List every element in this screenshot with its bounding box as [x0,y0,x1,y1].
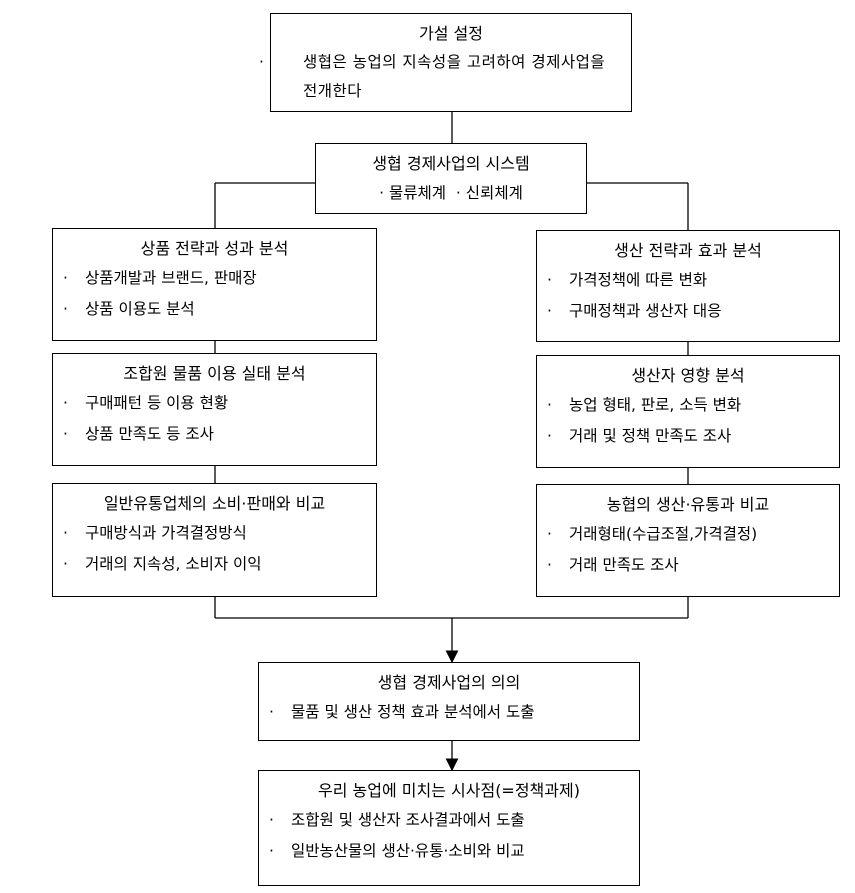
hypothesis-box: 가설 설정 ·생협은 농업의 지속성을 고려하여 경제사업을 전개한다 [259,13,632,112]
list-item: ·거래 및 정책 만족도 조사 [547,427,732,445]
implications-title: 우리 농업에 미치는 시사점(=정책과제) [318,781,580,800]
left-box-1-title: 상품 전략과 성과 분석 [140,239,289,258]
hypothesis-item: ·생협은 농업의 지속성을 고려하여 경제사업을 전개한다 [259,53,606,100]
list-item: ·구매정책과 생산자 대응 [547,302,722,320]
left-box-2: 조합원 물품 이용 실태 분석 ·구매패턴 등 이용 현황 ·상품 만족도 등 … [52,353,377,466]
right-box-1: 생산 전략과 효과 분석 ·가격정책에 따른 변화 ·구매정책과 생산자 대응 [536,230,840,342]
left-box-1: 상품 전략과 성과 분석 ·상품개발과 브랜드, 판매장 ·상품 이용도 분석 [52,228,377,341]
list-item: ·상품 이용도 분석 [63,300,195,318]
list-item: ·구매방식과 가격결정방식 [63,524,247,542]
list-item: ·농업 형태, 판로, 소득 변화 [547,396,742,414]
significance-title: 생협 경제사업의 의의 [377,673,521,692]
list-item: ·상품개발과 브랜드, 판매장 [63,269,257,287]
list-item: ·물품 및 생산 정책 효과 분석에서 도출 [269,703,535,721]
list-item: ·거래 만족도 조사 [547,556,679,574]
left-box-3: 일반유통업체의 소비·판매와 비교 ·구매방식과 가격결정방식 ·거래의 지속성… [52,483,377,597]
hypothesis-title: 가설 설정 [419,24,483,43]
implications-box: 우리 농업에 미치는 시사점(=정책과제) ·조합원 및 생산자 조사결과에서 … [258,770,640,886]
list-item: ·조합원 및 생산자 조사결과에서 도출 [269,811,525,829]
right-box-1-title: 생산 전략과 효과 분석 [614,241,762,260]
system-items: · 물류체계 · 신뢰체계 [379,184,523,202]
system-title: 생협 경제사업의 시스템 [372,154,530,173]
list-item: ·거래형태(수급조절,가격결정) [547,525,758,543]
system-box: 생협 경제사업의 시스템 · 물류체계 · 신뢰체계 [315,143,587,214]
list-item: ·일반농산물의 생산·유통·소비와 비교 [269,842,525,860]
right-box-3-title: 농협의 생산·유통과 비교 [606,495,770,514]
list-item: ·구매패턴 등 이용 현황 [63,394,229,412]
left-box-3-title: 일반유통업체의 소비·판매와 비교 [103,494,326,513]
significance-box: 생협 경제사업의 의의 ·물품 및 생산 정책 효과 분석에서 도출 [258,662,640,741]
list-item: ·가격정책에 따른 변화 [547,271,708,289]
right-box-2-title: 생산자 영향 분석 [631,366,745,385]
left-box-2-title: 조합원 물품 이용 실태 분석 [123,364,306,383]
list-item: ·상품 만족도 등 조사 [63,425,214,443]
right-box-3: 농협의 생산·유통과 비교 ·거래형태(수급조절,가격결정) ·거래 만족도 조… [536,484,840,597]
list-item: ·거래의 지속성, 소비자 이익 [63,555,262,573]
right-box-2: 생산자 영향 분석 ·농업 형태, 판로, 소득 변화 ·거래 및 정책 만족도… [536,355,840,468]
